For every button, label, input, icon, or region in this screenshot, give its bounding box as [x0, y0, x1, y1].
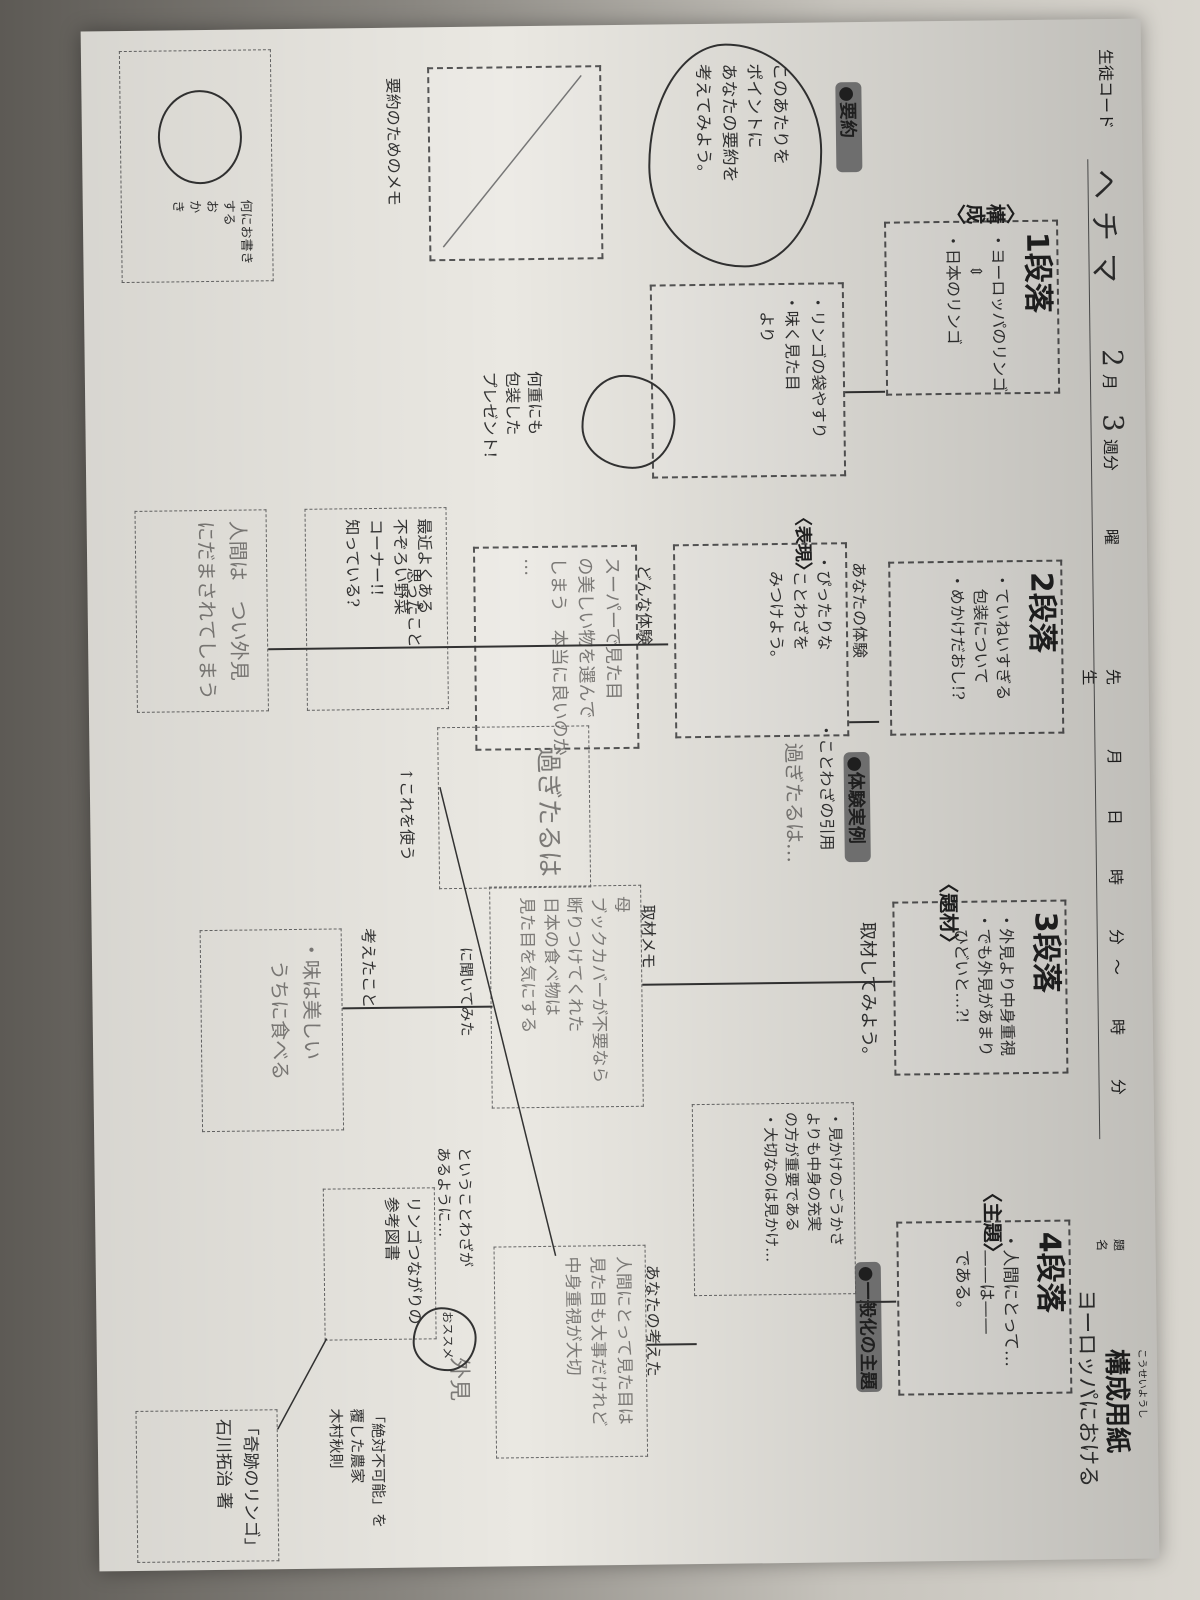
- connector-5: [342, 1005, 493, 1010]
- memo-strike: [442, 74, 582, 248]
- connector-8: [439, 787, 557, 1257]
- connector-7: [646, 1343, 697, 1346]
- connector-9: [277, 1338, 328, 1430]
- connector-3: [268, 643, 669, 651]
- worksheet: 構成用紙 こうせいようし 題名 ヨーロッパにおける 生徒コード ヘチマ 2 月 …: [80, 18, 1160, 1572]
- connector-4: [642, 980, 893, 986]
- connector-lines: [268, 74, 897, 1430]
